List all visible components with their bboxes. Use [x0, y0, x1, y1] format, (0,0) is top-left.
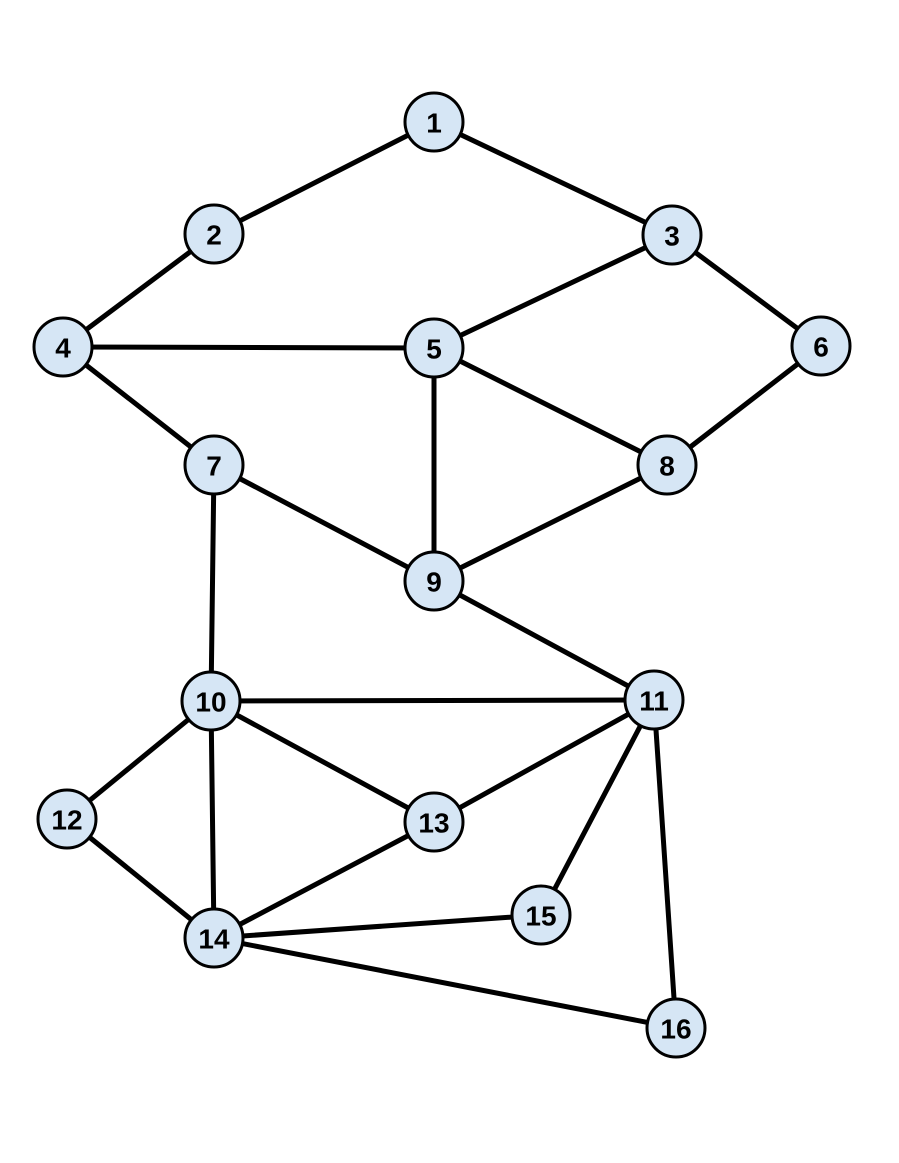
- node-5: 5: [403, 317, 465, 379]
- edge-6-8: [664, 343, 824, 468]
- edge-10-11: [208, 697, 657, 704]
- node-label: 10: [195, 687, 226, 718]
- node-16: 16: [645, 997, 707, 1059]
- node-label: 12: [51, 805, 82, 836]
- edge-4-7: [60, 344, 217, 468]
- edge-8-9: [431, 462, 670, 584]
- node-circle: [403, 550, 465, 612]
- node-label: 15: [525, 901, 556, 932]
- node-label: 5: [426, 334, 442, 365]
- node-label: 9: [426, 567, 442, 598]
- node-label: 4: [55, 333, 71, 364]
- node-circle: [183, 907, 245, 969]
- node-circle: [183, 434, 245, 496]
- edge-14-16: [211, 935, 679, 1031]
- node-label: 13: [418, 808, 449, 839]
- edge-11-15: [538, 697, 657, 918]
- edge-13-14: [211, 819, 437, 941]
- node-circle: [403, 317, 465, 379]
- node-7: 7: [183, 434, 245, 496]
- node-label: 1: [426, 108, 442, 139]
- edge-10-13: [208, 698, 437, 825]
- node-15: 15: [510, 884, 572, 946]
- node-circle: [403, 91, 465, 153]
- edge-9-11: [431, 578, 657, 703]
- node-label: 6: [813, 332, 829, 363]
- edge-1-3: [431, 119, 675, 238]
- node-circle: [180, 670, 242, 732]
- edge-10-14: [208, 698, 217, 941]
- edge-12-14: [64, 816, 217, 941]
- node-circle: [403, 791, 465, 853]
- edge-7-10: [208, 462, 217, 704]
- node-label: 3: [664, 221, 680, 252]
- edge-1-2: [211, 119, 437, 237]
- edge-7-9: [211, 462, 437, 584]
- node-label: 8: [659, 451, 675, 482]
- node-11: 11: [623, 669, 685, 731]
- node-2: 2: [183, 203, 245, 265]
- node-circle: [32, 316, 94, 378]
- node-10: 10: [180, 670, 242, 732]
- edge-3-5: [431, 232, 675, 351]
- node-label: 7: [206, 451, 222, 482]
- edge-2-4: [60, 231, 217, 350]
- node-circle: [183, 203, 245, 265]
- node-label: 14: [198, 924, 230, 955]
- node-13: 13: [403, 791, 465, 853]
- node-label: 16: [660, 1014, 691, 1045]
- node-9: 9: [403, 550, 465, 612]
- node-circle: [790, 315, 852, 377]
- edge-10-12: [64, 698, 214, 822]
- node-4: 4: [32, 316, 94, 378]
- node-1: 1: [403, 91, 465, 153]
- node-3: 3: [641, 204, 703, 266]
- node-circle: [645, 997, 707, 1059]
- edge-4-5: [60, 344, 437, 351]
- node-circle: [36, 788, 98, 850]
- edge-11-13: [431, 697, 657, 825]
- node-circle: [510, 884, 572, 946]
- node-6: 6: [790, 315, 852, 377]
- node-12: 12: [36, 788, 98, 850]
- edge-3-6: [669, 232, 824, 349]
- edge-14-15: [211, 912, 544, 941]
- node-label: 11: [639, 686, 669, 717]
- node-circle: [623, 669, 685, 731]
- edges-layer: [60, 119, 824, 1031]
- node-8: 8: [636, 434, 698, 496]
- edge-5-8: [431, 345, 670, 468]
- node-circle: [641, 204, 703, 266]
- node-14: 14: [183, 907, 245, 969]
- edge-11-16: [651, 697, 679, 1031]
- node-label: 2: [206, 220, 222, 251]
- node-circle: [636, 434, 698, 496]
